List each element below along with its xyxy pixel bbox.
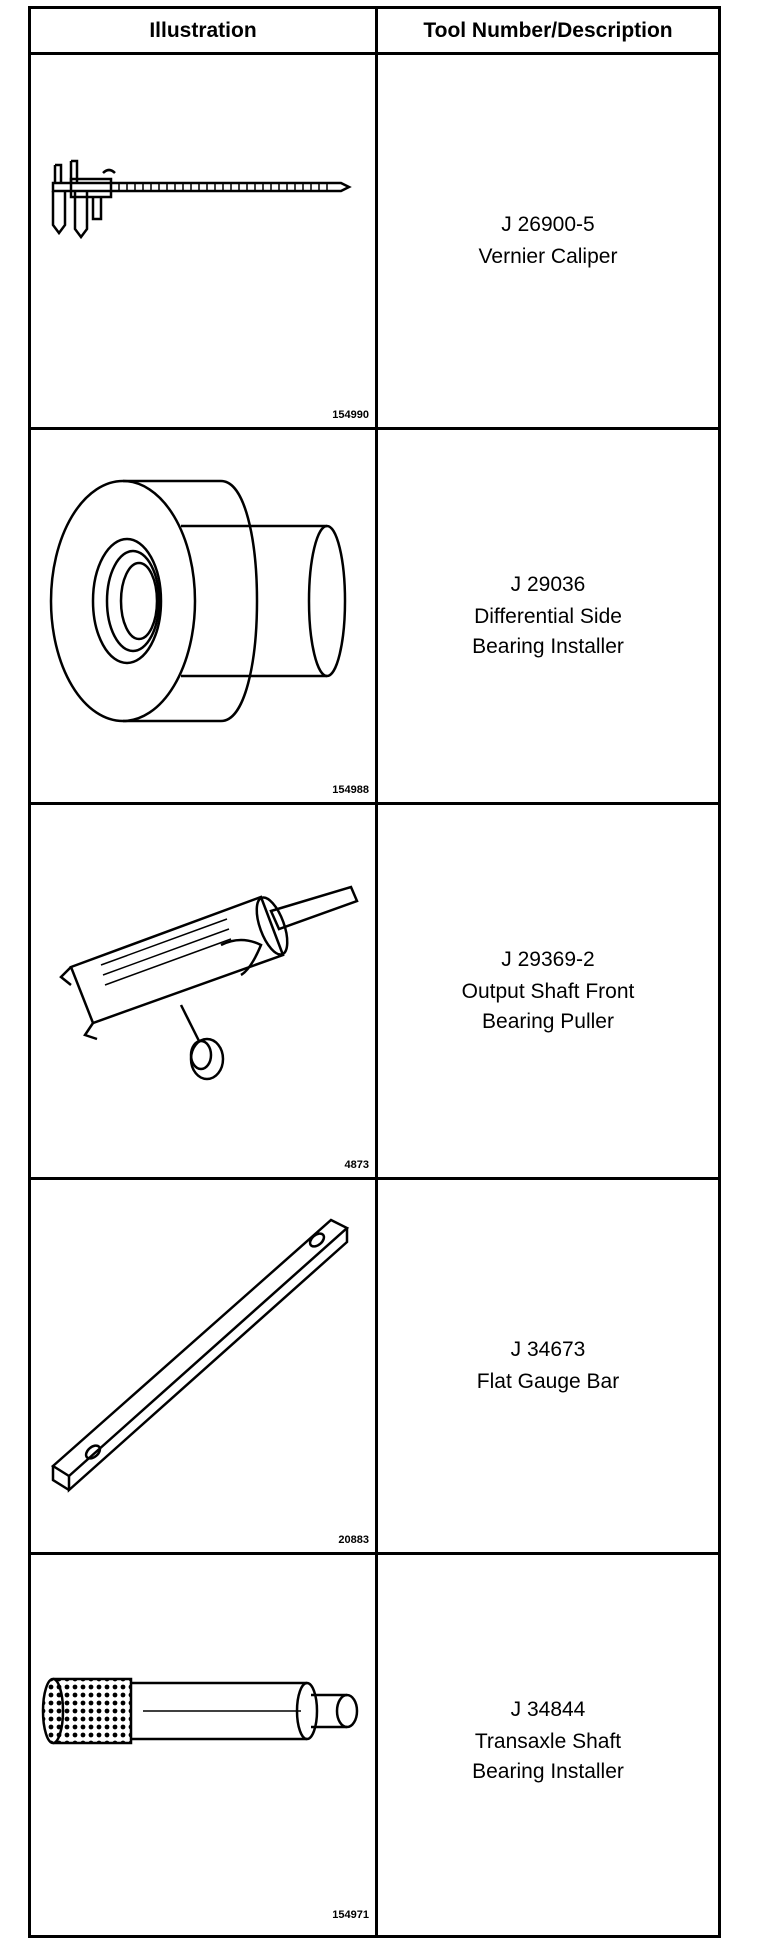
tool-description-cell: J 26900-5 Vernier Caliper bbox=[378, 55, 718, 427]
tool-description-line: Transaxle Shaft bbox=[474, 1730, 622, 1753]
tool-description-line: Bearing Puller bbox=[482, 1010, 614, 1033]
header-tool-description: Tool Number/Description bbox=[423, 19, 673, 42]
tool-table: Illustration Tool Number/Description bbox=[28, 6, 721, 1938]
table-row: 154990 J 26900-5 Vernier Caliper bbox=[31, 55, 718, 430]
illustration-cell: 154971 bbox=[31, 1555, 375, 1927]
table-row: 154971 J 34844 Transaxle Shaft Bearing I… bbox=[31, 1555, 718, 1930]
tool-description-line: Differential Side bbox=[474, 605, 622, 628]
table-row: 154988 J 29036 Differential Side Bearing… bbox=[31, 430, 718, 805]
tool-description-line: Vernier Caliper bbox=[478, 245, 618, 268]
tool-description-cell: J 34844 Transaxle Shaft Bearing Installe… bbox=[378, 1555, 718, 1927]
tool-description-line: Bearing Installer bbox=[472, 635, 624, 658]
illustration-cell: 4873 bbox=[31, 805, 375, 1177]
figure-id: 4873 bbox=[344, 1159, 369, 1171]
figure-id: 154971 bbox=[332, 1909, 369, 1921]
bearing-puller-icon bbox=[59, 885, 359, 1081]
gauge-bar-icon bbox=[50, 1218, 350, 1493]
table-header: Illustration Tool Number/Description bbox=[31, 9, 718, 55]
tool-description-cell: J 34673 Flat Gauge Bar bbox=[378, 1180, 718, 1552]
tool-description-cell: J 29036 Differential Side Bearing Instal… bbox=[378, 430, 718, 802]
figure-id: 154988 bbox=[332, 784, 369, 796]
tool-number: J 29036 bbox=[510, 573, 586, 596]
tool-number: J 34673 bbox=[510, 1338, 586, 1361]
illustration-cell: 154988 bbox=[31, 430, 375, 802]
header-illustration: Illustration bbox=[149, 19, 257, 42]
table-row: 20883 J 34673 Flat Gauge Bar bbox=[31, 1180, 718, 1555]
tool-number: J 34844 bbox=[510, 1698, 586, 1721]
bearing-installer-icon bbox=[49, 479, 347, 723]
illustration-cell: 154990 bbox=[31, 55, 375, 427]
figure-id: 154990 bbox=[332, 409, 369, 421]
tool-description-line: Flat Gauge Bar bbox=[476, 1370, 620, 1393]
vernier-caliper-icon bbox=[51, 159, 352, 240]
illustration-cell: 20883 bbox=[31, 1180, 375, 1552]
tool-description-cell: J 29369-2 Output Shaft Front Bearing Pul… bbox=[378, 805, 718, 1177]
tool-description-line: Output Shaft Front bbox=[461, 980, 635, 1003]
tool-number: J 26900-5 bbox=[501, 213, 595, 236]
figure-id: 20883 bbox=[338, 1534, 369, 1546]
shaft-installer-icon bbox=[41, 1677, 359, 1745]
column-divider bbox=[375, 9, 378, 1935]
tool-number: J 29369-2 bbox=[501, 948, 595, 971]
table-row: 4873 J 29369-2 Output Shaft Front Bearin… bbox=[31, 805, 718, 1180]
tool-description-line: Bearing Installer bbox=[472, 1760, 624, 1783]
